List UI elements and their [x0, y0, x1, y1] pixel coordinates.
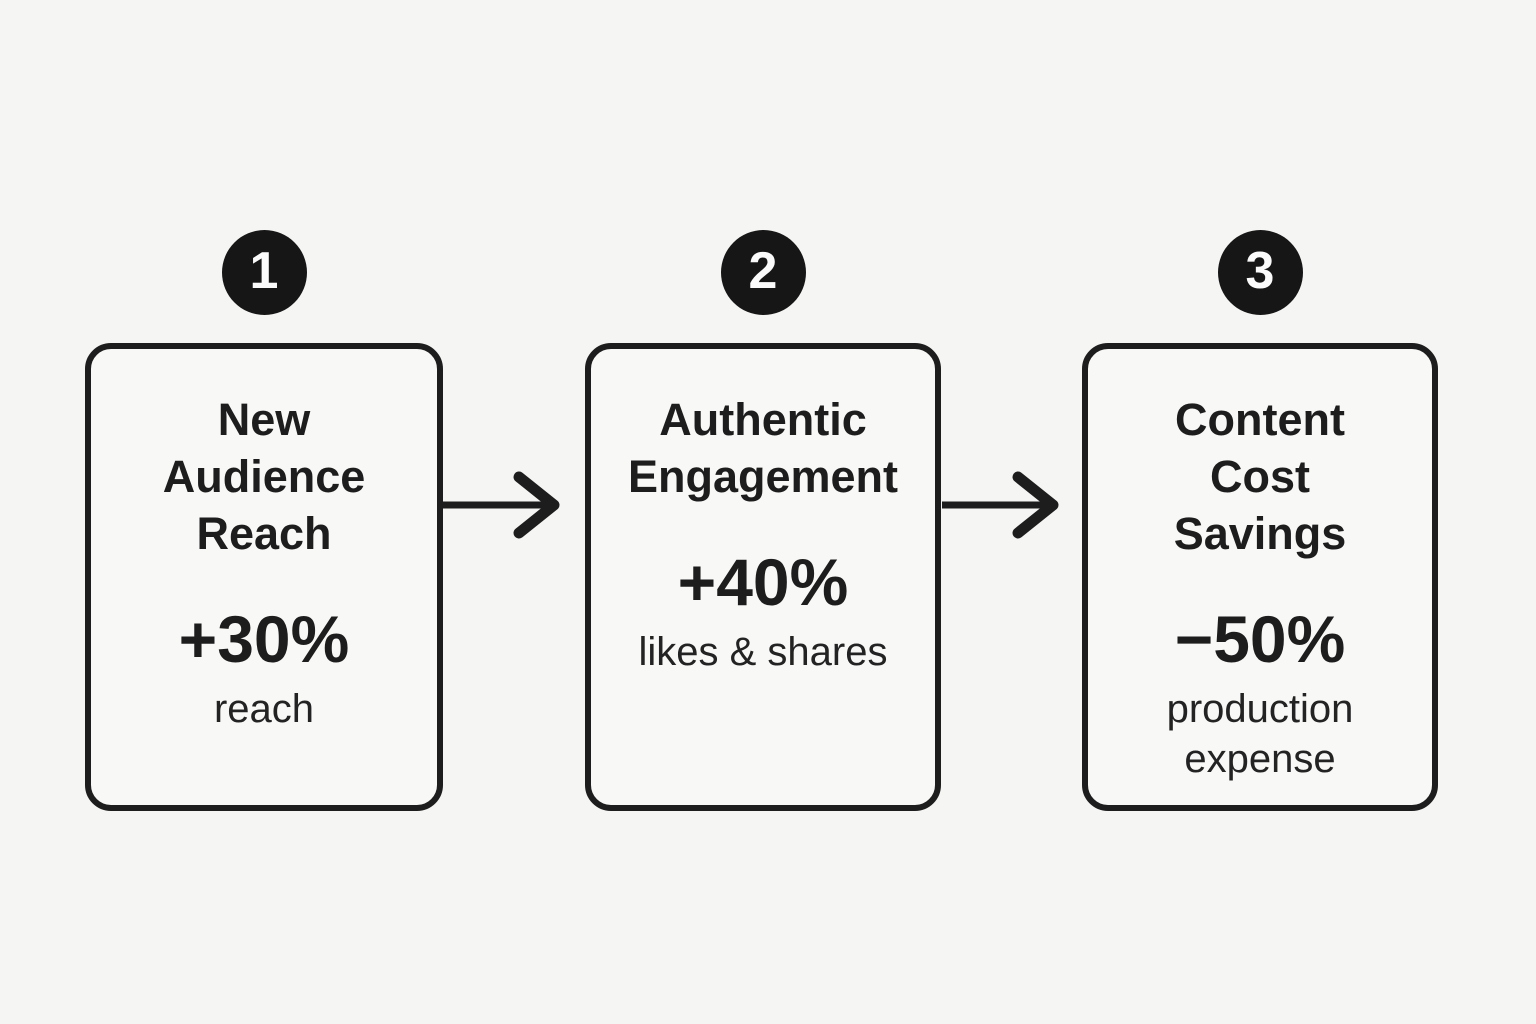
step-2-metric-label: likes & shares	[638, 630, 888, 675]
step-3-badge-number: 3	[1245, 241, 1275, 300]
step-2-card: Authentic Engagement +40% likes & shares	[585, 343, 941, 811]
step-2-metric-value: +40%	[677, 545, 849, 620]
arrow-step1-to-step2	[442, 468, 562, 542]
arrow-step2-to-step3	[941, 468, 1061, 542]
step-3-metric-value: −50%	[1174, 602, 1346, 677]
step-3-card: Content Cost Savings −50% production exp…	[1082, 343, 1438, 811]
step-2: 2 Authentic Engagement +40% likes & shar…	[585, 230, 941, 811]
step-3: 3 Content Cost Savings −50% production e…	[1082, 230, 1438, 811]
step-1: 1 New Audience Reach +30% reach	[85, 230, 443, 811]
arrow-right-icon	[443, 471, 560, 539]
step-2-title: Authentic Engagement	[627, 394, 899, 503]
arrow-right-icon	[942, 471, 1059, 539]
step-2-number-badge: 2	[720, 230, 806, 315]
step-3-number-badge: 3	[1217, 230, 1303, 315]
step-2-badge-number: 2	[748, 241, 778, 300]
step-3-metric-label: production expense	[1166, 687, 1354, 782]
step-1-title: New Audience Reach	[162, 394, 366, 560]
step-1-card: New Audience Reach +30% reach	[85, 343, 443, 811]
step-1-number-badge: 1	[221, 230, 307, 315]
step-1-metric-value: +30%	[178, 602, 350, 677]
step-1-badge-number: 1	[249, 241, 279, 300]
step-1-metric-label: reach	[213, 687, 315, 732]
step-3-title: Content Cost Savings	[1173, 394, 1347, 560]
